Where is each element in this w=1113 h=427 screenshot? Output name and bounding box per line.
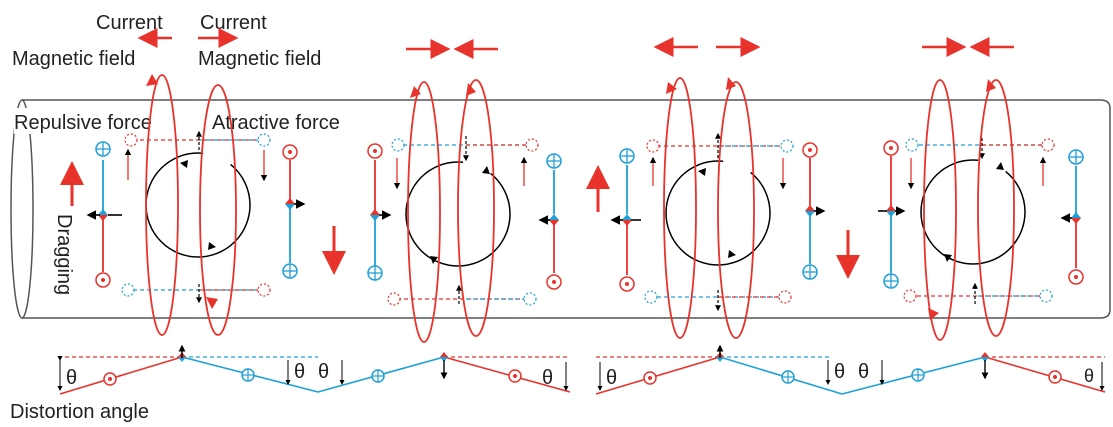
current-in-icon (546, 153, 562, 169)
current-out-icon (367, 143, 383, 159)
distortion-strip: θ θ θ θ θ θ θ θ (57, 344, 1106, 395)
pivot-icon (622, 214, 632, 226)
current-in-icon (1068, 149, 1084, 165)
theta-marker-8: θ (1084, 362, 1105, 391)
attractive-force-label: Atractive force (212, 112, 340, 134)
pivot-icon (805, 205, 815, 217)
dragging-label: Dragging (53, 214, 75, 295)
theta-marker-6: θ (825, 360, 845, 385)
pivot-icon (549, 214, 559, 226)
current-out-icon (619, 276, 635, 292)
current-out-icon (282, 144, 298, 160)
current-in-icon (95, 141, 111, 157)
theta-marker-2: θ (285, 360, 305, 385)
current-in-icon (802, 264, 818, 280)
cell-3 (610, 77, 826, 339)
svg-text:θ: θ (66, 367, 77, 389)
cell-2 (367, 79, 562, 343)
pivot-icon (98, 209, 108, 221)
pivot-icon (370, 209, 380, 221)
tube-end-ellipse (10, 99, 34, 319)
rotation-icon (405, 161, 511, 267)
theta-marker-3: θ (318, 360, 345, 385)
svg-text:θ: θ (606, 367, 617, 389)
current-out-icon (95, 272, 111, 288)
svg-text:θ: θ (318, 361, 329, 383)
pivot-icon (981, 352, 989, 362)
theta-marker-5: θ (597, 362, 617, 391)
pivot-icon (440, 352, 448, 362)
current-label-right: Current (200, 12, 267, 34)
legend-current-left: Current (96, 12, 172, 48)
magnetic-field-label-left: Magnetic field (12, 48, 135, 70)
theta-marker-7: θ (858, 360, 885, 385)
legend-current-right: Current (198, 12, 267, 48)
distortion-angle-label: Distortion angle (10, 401, 149, 423)
current-label-left: Current (96, 12, 163, 34)
current-in-icon (619, 148, 635, 164)
svg-text:θ: θ (542, 367, 553, 389)
magnetic-field-label-right: Magnetic field (198, 48, 321, 70)
tube (10, 99, 1111, 319)
theta-marker-1: θ (57, 356, 77, 391)
svg-text:θ: θ (294, 361, 305, 383)
pivot-icon (886, 205, 896, 217)
current-out-icon (1068, 269, 1084, 285)
current-in-icon (367, 265, 383, 281)
rotation-icon (665, 160, 771, 266)
repulsive-force-label: Repulsive force (14, 112, 152, 134)
rotation-icon (920, 159, 1026, 265)
svg-text:θ: θ (858, 361, 869, 383)
current-out-icon (546, 274, 562, 290)
svg-text:θ: θ (1084, 366, 1094, 386)
theta-marker-4: θ (542, 362, 569, 391)
pivot-icon (285, 198, 295, 210)
cell-1 (86, 74, 306, 336)
svg-text:θ: θ (834, 361, 845, 383)
current-in-icon (883, 273, 899, 289)
current-out-icon (802, 142, 818, 158)
pivot-icon (1071, 212, 1081, 224)
current-out-icon (883, 140, 899, 156)
current-in-icon (282, 263, 298, 279)
cell-4 (878, 79, 1084, 341)
